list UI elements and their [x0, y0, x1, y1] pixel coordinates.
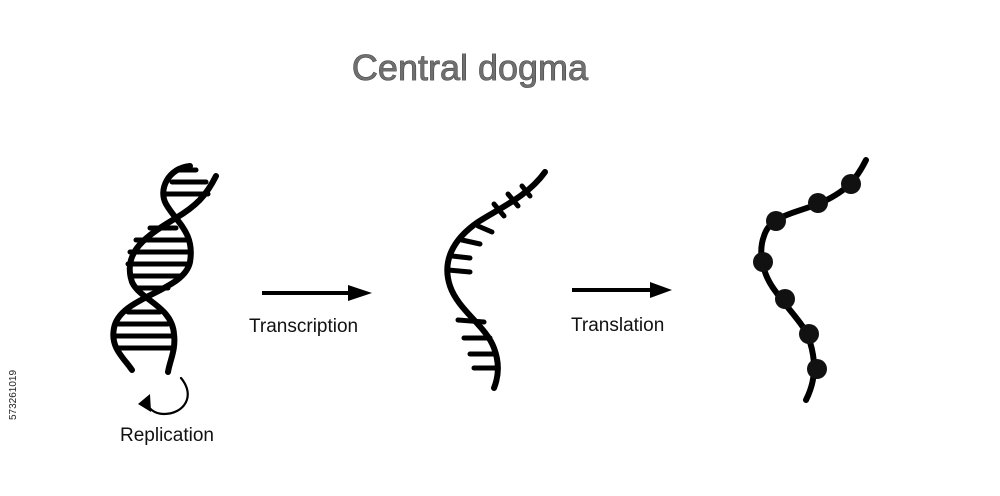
replication-label: Replication [120, 425, 214, 446]
amino-acid-bead [766, 211, 786, 231]
translation-arrow-icon [572, 282, 672, 298]
amino-acid-bead [807, 359, 827, 379]
amino-acid-bead [808, 193, 828, 213]
amino-acid-bead [799, 324, 819, 344]
amino-acid-bead [841, 174, 861, 194]
page-title: Central dogma [352, 47, 589, 88]
rna-backbone [444, 169, 548, 391]
circular-arrow-icon [138, 376, 189, 416]
transcription-arrow-icon [262, 285, 372, 301]
dna-double-helix-icon [110, 163, 219, 375]
dna-strand-2 [126, 173, 219, 375]
dna-strand-1 [110, 163, 194, 373]
image-id-text: 573261019 [8, 370, 19, 420]
transcription-label: Transcription [249, 316, 358, 337]
amino-acid-bead [775, 289, 795, 309]
amino-acid-bead [753, 252, 773, 272]
rna-single-strand-icon [444, 169, 548, 391]
protein-chain-icon [753, 157, 869, 403]
dna-base-pairs [111, 167, 211, 351]
translation-label: Translation [571, 315, 664, 336]
